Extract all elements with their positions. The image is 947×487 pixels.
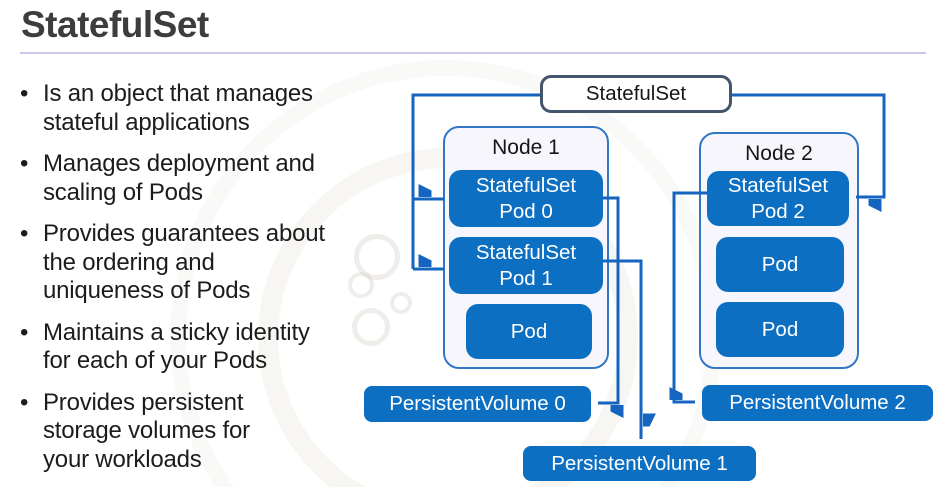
bullet-item: Is an object that manages stateful appli… bbox=[20, 80, 392, 137]
persistent-volume-1: PersistentVolume 1 bbox=[523, 446, 756, 481]
bullet-item: Provides guarantees about the ordering a… bbox=[20, 220, 392, 306]
title-divider bbox=[20, 52, 926, 54]
bullet-item: Manages deployment and scaling of Pods bbox=[20, 150, 392, 207]
bullet-item: Maintains a sticky identity for each of … bbox=[20, 319, 392, 376]
pod-plain-node1: Pod bbox=[466, 304, 592, 359]
node2-title: Node 2 bbox=[745, 142, 813, 165]
node1-title: Node 1 bbox=[492, 136, 560, 159]
bullet-item: Provides persistent storage volumes for … bbox=[20, 389, 392, 475]
pod-statefulset-pod2: StatefulSet Pod 2 bbox=[707, 171, 849, 226]
pod-plain-node2-a: Pod bbox=[716, 237, 844, 292]
pod-statefulset-pod1: StatefulSet Pod 1 bbox=[449, 237, 603, 294]
statefulset-box: StatefulSet bbox=[540, 75, 732, 113]
pod-plain-node2-b: Pod bbox=[716, 302, 844, 357]
persistent-volume-2: PersistentVolume 2 bbox=[702, 385, 933, 421]
persistent-volume-0: PersistentVolume 0 bbox=[364, 386, 591, 422]
watermark-molecule-node-4 bbox=[390, 292, 412, 314]
bullet-list: Is an object that manages stateful appli… bbox=[20, 80, 392, 487]
pod-statefulset-pod0: StatefulSet Pod 0 bbox=[449, 170, 603, 227]
page-title: StatefulSet bbox=[21, 4, 209, 45]
